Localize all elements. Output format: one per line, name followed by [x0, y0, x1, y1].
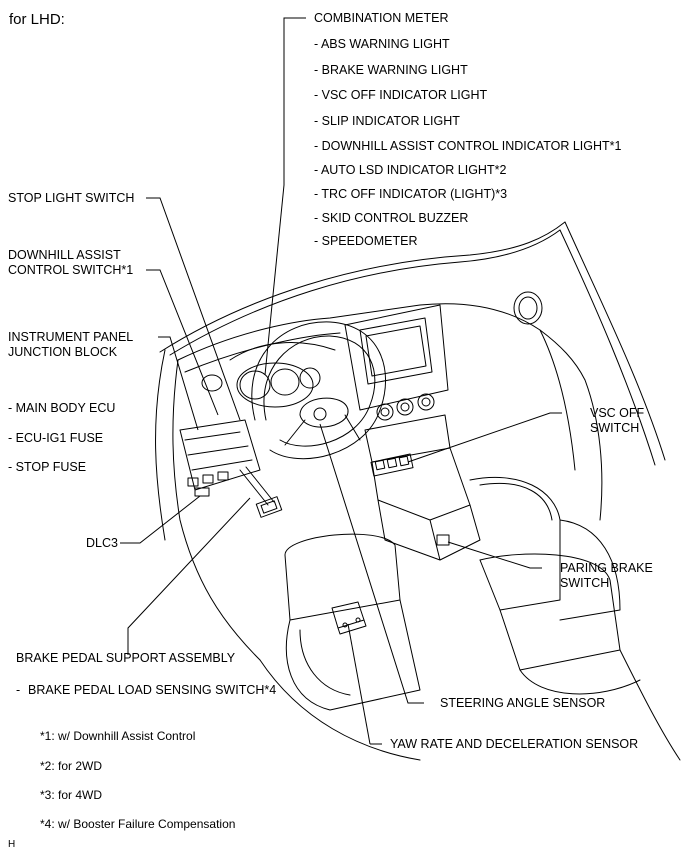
brake-pedal-pad	[255, 496, 283, 518]
brake-pedal-item-dash: -	[16, 683, 21, 697]
leader-downhill-switch	[146, 269, 219, 416]
climate-knob-right	[417, 393, 435, 411]
meter-item-brake: - BRAKE WARNING LIGHT	[314, 63, 468, 77]
climate-knob-left	[376, 403, 394, 421]
jb-item-stop-fuse: - STOP FUSE	[8, 460, 87, 474]
windshield-outline	[169, 229, 561, 356]
leader-parking-brake	[447, 541, 542, 569]
passenger-seat	[479, 553, 621, 671]
brake-pedal-arm	[239, 469, 269, 506]
a-pillar	[564, 221, 666, 461]
jb-item-main-body-ecu: - MAIN BODY ECU	[8, 401, 116, 415]
label-vsc-off-1: VSC OFF	[590, 406, 645, 420]
label-brake-pedal-support: BRAKE PEDAL SUPPORT ASSEMBLY	[16, 651, 236, 665]
label-ip-jb-1: INSTRUMENT PANEL	[8, 330, 134, 344]
label-dlc3: DLC3	[86, 536, 118, 550]
label-yaw-rate: YAW RATE AND DECELERATION SENSOR	[390, 737, 639, 751]
meter-item-downhill: - DOWNHILL ASSIST CONTROL INDICATOR LIGH…	[314, 139, 622, 153]
meter-item-slip: - SLIP INDICATOR LIGHT	[314, 114, 460, 128]
label-vsc-off-2: SWITCH	[590, 421, 640, 435]
leader-brake-pedal-support	[127, 497, 251, 655]
label-parking-brake-2: SWITCH	[560, 576, 610, 590]
meter-item-abs: - ABS WARNING LIGHT	[314, 37, 450, 51]
leader-vsc-off-switch	[407, 412, 562, 463]
junction-block	[179, 419, 261, 491]
air-vent-left	[201, 374, 223, 392]
meter-item-skid-buzzer: - SKID CONTROL BUZZER	[314, 211, 469, 225]
footnote-3: *3: for 4WD	[40, 788, 103, 802]
center-display	[359, 317, 433, 385]
label-stop-light-switch: STOP LIGHT SWITCH	[8, 191, 135, 205]
footnote-4: *4: w/ Booster Failure Compensation	[40, 817, 236, 831]
label-parking-brake-1: PARING BRAKE	[560, 561, 653, 575]
combination-meter	[236, 362, 314, 408]
steering-wheel	[251, 321, 387, 460]
dashboard-top	[177, 303, 586, 381]
label-combination-meter: COMBINATION METER	[314, 11, 449, 25]
footnote-2: *2: for 2WD	[40, 759, 103, 773]
leader-combination-meter	[264, 17, 306, 376]
figure-code: H	[8, 839, 16, 850]
page-header: for LHD:	[9, 11, 65, 28]
label-ip-jb-2: JUNCTION BLOCK	[8, 345, 118, 359]
steering-hub	[299, 397, 349, 428]
leader-yaw-rate	[347, 623, 371, 745]
label-steering-angle: STEERING ANGLE SENSOR	[440, 696, 606, 710]
leader-ip-junction-block	[158, 336, 199, 431]
label-downhill-switch-1: DOWNHILL ASSIST	[8, 248, 121, 262]
meter-item-trc-off: - TRC OFF INDICATOR (LIGHT)*3	[314, 187, 508, 201]
dlc3-connector	[194, 487, 210, 497]
jb-item-ecu-ig1-fuse: - ECU-IG1 FUSE	[8, 431, 104, 445]
meter-item-vsc-off: - VSC OFF INDICATOR LIGHT	[314, 88, 488, 102]
parking-brake-switch	[436, 534, 450, 546]
meter-item-speedometer: - SPEEDOMETER	[314, 234, 418, 248]
label-downhill-switch-2: CONTROL SWITCH*1	[8, 263, 134, 277]
label-brake-pedal-load: BRAKE PEDAL LOAD SENSING SWITCH*4	[28, 683, 277, 697]
leader-stop-light-switch	[146, 197, 241, 421]
footnote-1: *1: w/ Downhill Assist Control	[40, 729, 196, 743]
climate-knob-center	[396, 398, 414, 416]
meter-item-auto-lsd: - AUTO LSD INDICATOR LIGHT*2	[314, 163, 507, 177]
leader-dlc3	[120, 495, 201, 544]
air-vent-right	[513, 291, 543, 325]
driver-seat	[284, 533, 401, 621]
leader-steering-angle	[319, 423, 424, 704]
